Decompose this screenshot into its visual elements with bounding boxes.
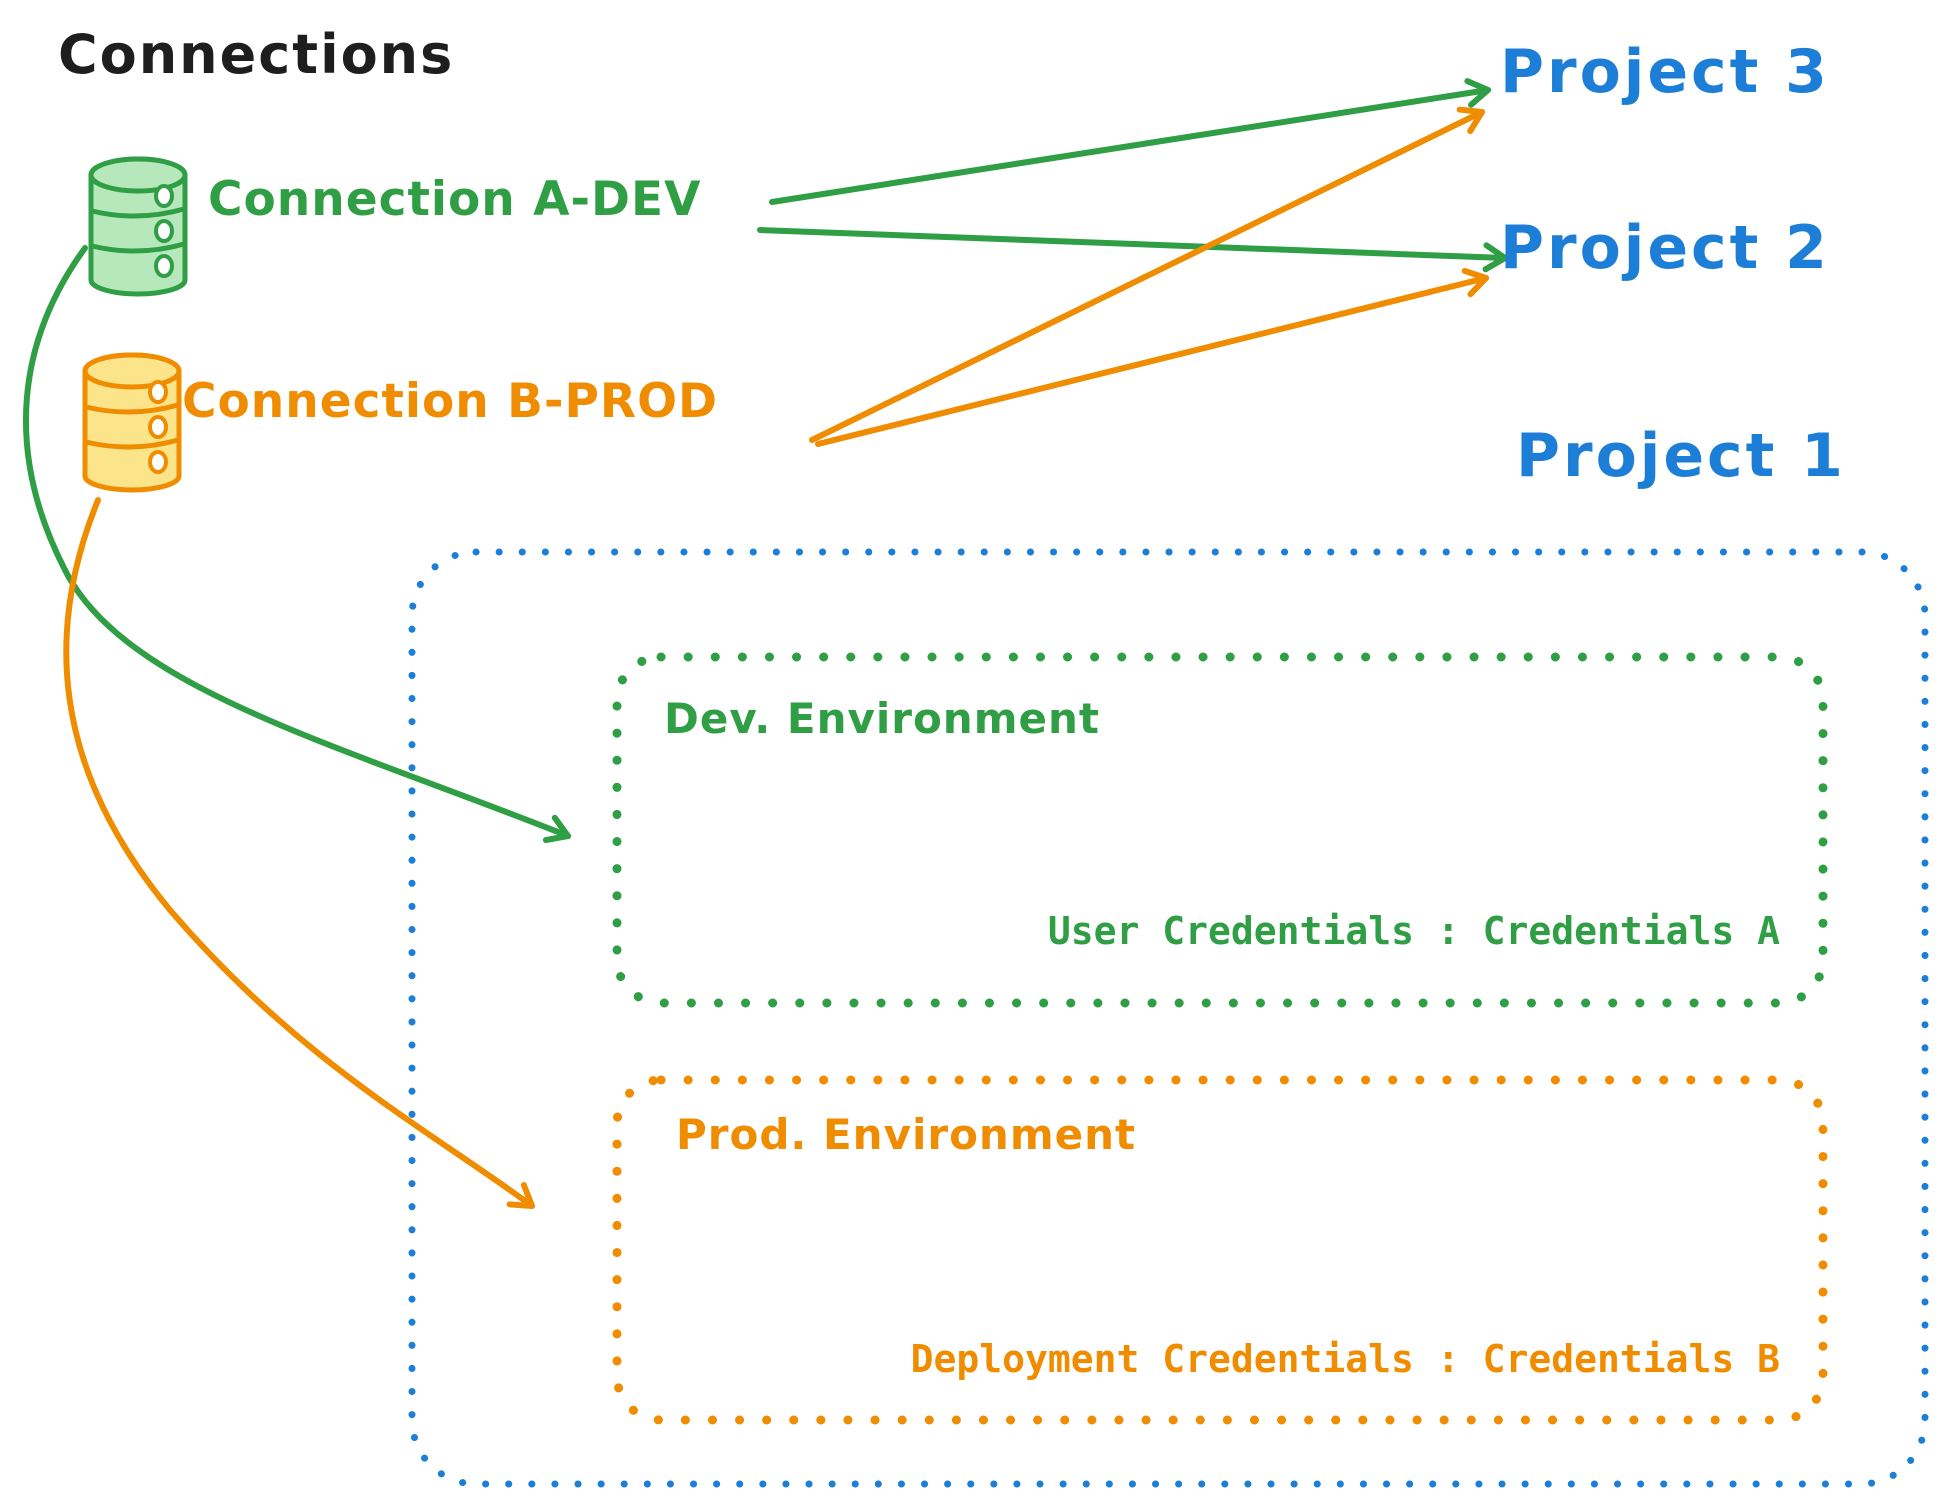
arrow-a-dev-to-project-2 <box>757 227 1508 273</box>
connection-b-prod-label: Connection B-PROD <box>182 374 719 429</box>
connection-a-dev-label: Connection A-DEV <box>208 172 702 227</box>
prod-environment-credentials: Deployment Credentials : Credentials B <box>910 1337 1780 1381</box>
project-1-label: Project 1 <box>1516 421 1846 491</box>
database-icon <box>88 156 188 297</box>
dev-environment-title: Dev. Environment <box>664 694 1100 743</box>
database-icon <box>82 352 182 493</box>
arrow-b-prod-to-project-2 <box>815 267 1489 447</box>
prod-environment-box <box>612 1075 1828 1425</box>
project-2-label: Project 2 <box>1500 213 1830 283</box>
arrow-b-prod-to-prod-environment <box>63 497 535 1209</box>
project-3-label: Project 3 <box>1500 37 1830 107</box>
prod-environment-title: Prod. Environment <box>676 1110 1137 1159</box>
diagram-title: Connections <box>58 23 455 86</box>
dev-environment-credentials: User Credentials : Credentials A <box>1047 909 1780 953</box>
arrow-a-dev-to-project-3 <box>769 78 1491 205</box>
project1-container-border <box>408 548 1929 1488</box>
arrow-b-prod-to-project-3 <box>809 106 1485 443</box>
arrow-a-dev-to-dev-environment <box>23 245 571 844</box>
